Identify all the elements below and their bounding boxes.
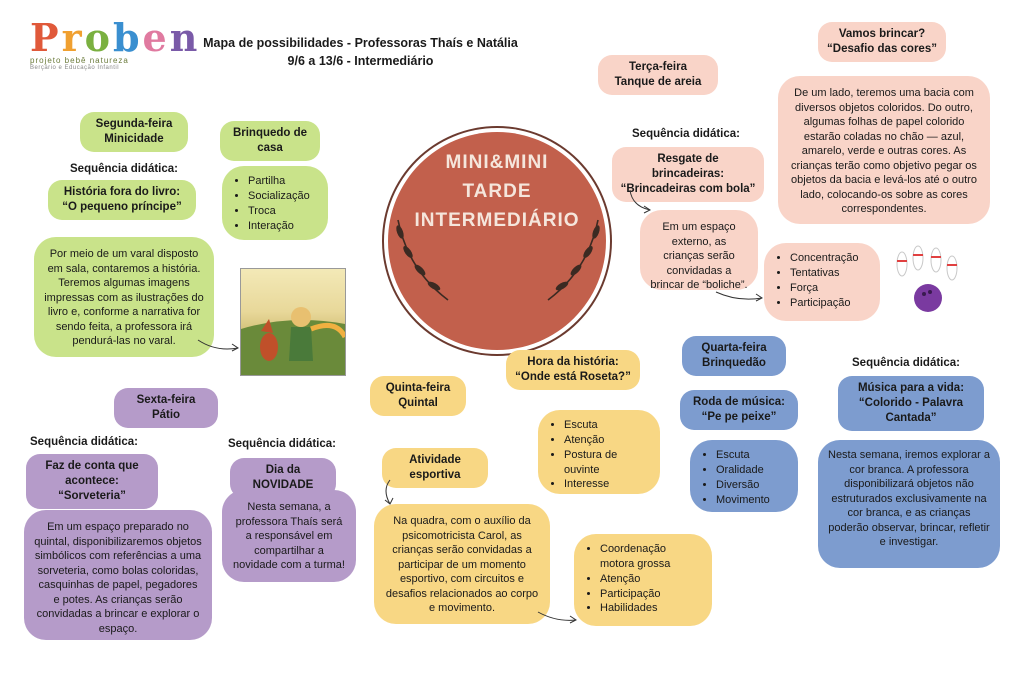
- thursday-description: Na quadra, com o auxílio da psicomotrici…: [374, 504, 550, 624]
- list-item: Diversão: [716, 478, 788, 493]
- tuesday-day-tag: Terça-feira Tanque de areia: [598, 55, 718, 95]
- title-line1: Mapa de possibilidades - Professoras Tha…: [203, 36, 518, 50]
- list-item: Interação: [248, 219, 318, 234]
- logo-word: Proben: [30, 15, 201, 60]
- page-title: Mapa de possibilidades - Professoras Tha…: [188, 34, 533, 70]
- tuesday-seq-label: Sequência didática:: [632, 128, 741, 140]
- list-item: Partilha: [248, 174, 318, 189]
- friday-activity-1: Faz de conta que acontece: “Sorveteria”: [26, 454, 158, 509]
- center-line1: MINI&MINI: [445, 152, 549, 173]
- friday-description-2: Nesta semana, a professora Thaís será a …: [222, 490, 356, 582]
- monday-activity: História fora do livro: “O pequeno prínc…: [48, 180, 196, 220]
- list-item: Participação: [600, 587, 702, 602]
- list-item: Interesse: [564, 477, 650, 492]
- monday-toy-title: Brinquedo de casa: [220, 121, 320, 161]
- list-item: Movimento: [716, 493, 788, 508]
- list-item: Coordenação motora grossa: [600, 542, 702, 572]
- list-item: Escuta: [564, 418, 650, 433]
- monday-day-tag: Segunda-feira Minicidade: [80, 112, 188, 152]
- center-circle: [388, 132, 606, 350]
- wednesday-day-tag: Quarta-feira Brinquedão: [682, 336, 786, 376]
- arrow-icon: [715, 291, 763, 302]
- title-line2: 9/6 a 13/6 - Intermediário: [287, 54, 434, 69]
- list-item: Atenção: [600, 572, 702, 587]
- center-line2: TARDE: [462, 181, 532, 202]
- wednesday-description: Nesta semana, iremos explorar a cor bran…: [818, 440, 1000, 568]
- tuesday-activity: Resgate de brincadeiras: “Brincadeiras c…: [612, 147, 764, 202]
- arrow-icon: [537, 611, 577, 624]
- arrow-icon: [629, 189, 651, 214]
- tuesday-game-description: De um lado, teremos uma bacia com divers…: [778, 76, 990, 224]
- proben-logo: Proben projeto bebê natureza Berçário e …: [30, 15, 201, 73]
- list-item: Troca: [248, 204, 318, 219]
- friday-seq-label-1: Sequência didática:: [30, 436, 139, 448]
- thursday-day-tag: Quinta-feira Quintal: [370, 376, 466, 416]
- thursday-story-title: Hora da história: “Onde está Roseta?”: [506, 350, 640, 390]
- list-item: Postura de ouvinte: [564, 448, 650, 478]
- tuesday-list: Concentração Tentativas Força Participaç…: [764, 243, 880, 321]
- list-item: Concentração: [790, 251, 870, 266]
- bowling-icon: [896, 245, 958, 312]
- center-title: MINI&MINI TARDE INTERMEDIÁRIO: [388, 148, 606, 235]
- wednesday-seq-label: Sequência didática:: [852, 357, 961, 369]
- logo-subtitle: projeto bebê natureza: [30, 56, 129, 65]
- friday-seq-label-2: Sequência didática:: [228, 438, 337, 450]
- wednesday-activity2: Música para a vida: “Colorido - Palavra …: [838, 376, 984, 431]
- center-line3: INTERMEDIÁRIO: [414, 210, 580, 231]
- friday-day-tag: Sexta-feira Pátio: [114, 388, 218, 428]
- list-item: Tentativas: [790, 266, 870, 281]
- list-item: Força: [790, 281, 870, 296]
- list-item: Atenção: [564, 433, 650, 448]
- arrow-icon: [197, 339, 239, 352]
- monday-seq-label: Sequência didática:: [70, 163, 179, 175]
- list-item: Habilidades: [600, 601, 702, 616]
- logo-tagline: Berçário e Educação Infantil: [30, 65, 120, 71]
- little-prince-drawing: [241, 307, 345, 375]
- thursday-activity: Atividade esportiva: [382, 448, 488, 488]
- thursday-story-list: Escuta Atenção Postura de ouvinte Intere…: [538, 410, 660, 494]
- monday-toy-list: Partilha Socialização Troca Interação: [222, 166, 328, 240]
- monday-description: Por meio de um varal disposto em sala, c…: [34, 237, 214, 357]
- list-item: Socialização: [248, 189, 318, 204]
- wednesday-list: Escuta Oralidade Diversão Movimento: [690, 440, 798, 512]
- little-prince-illustration: [240, 268, 346, 376]
- thursday-list: Coordenação motora grossa Atenção Partic…: [574, 534, 712, 626]
- list-item: Oralidade: [716, 463, 788, 478]
- tuesday-game-title: Vamos brincar? “Desafio das cores”: [818, 22, 946, 62]
- list-item: Escuta: [716, 448, 788, 463]
- laurel-decoration: [396, 219, 600, 301]
- tuesday-description: Em um espaço externo, as crianças serão …: [640, 210, 758, 291]
- friday-description-1: Em um espaço preparado no quintal, dispo…: [24, 510, 212, 640]
- wednesday-activity: Roda de música: “Pe pe peixe”: [680, 390, 798, 430]
- list-item: Participação: [790, 296, 870, 311]
